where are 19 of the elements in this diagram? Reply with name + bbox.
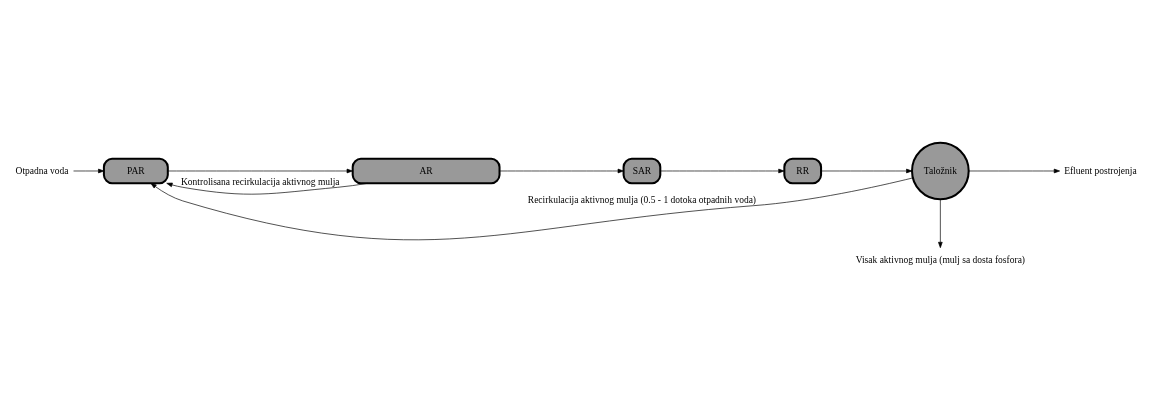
arrow (166, 182, 369, 194)
node-text: Efluent postrojenja (1064, 165, 1137, 176)
node-text: Otpadna voda (15, 165, 69, 176)
node-box: RR (783, 157, 823, 184)
node-box: SAR (622, 157, 662, 184)
arrow (167, 168, 353, 173)
node-box: AR (351, 157, 501, 184)
arrow (938, 198, 943, 248)
edge-label: Kontrolisana recirkulacija aktivnog mulja (180, 176, 340, 187)
arrow (499, 168, 624, 173)
node-circle: Taložnik (911, 141, 970, 200)
node-text: Visak aktivnog mulja (mulj sa dosta fosfora) (855, 254, 1026, 265)
arrow (150, 177, 914, 240)
arrow (73, 168, 105, 173)
arrow (660, 168, 785, 173)
node-box: PAR (102, 157, 169, 184)
edge-label: Recirkulacija aktivnog mulja (0.5 - 1 dotoka otpadnih voda) (527, 194, 757, 205)
arrow (968, 168, 1060, 173)
arrow (820, 168, 913, 173)
